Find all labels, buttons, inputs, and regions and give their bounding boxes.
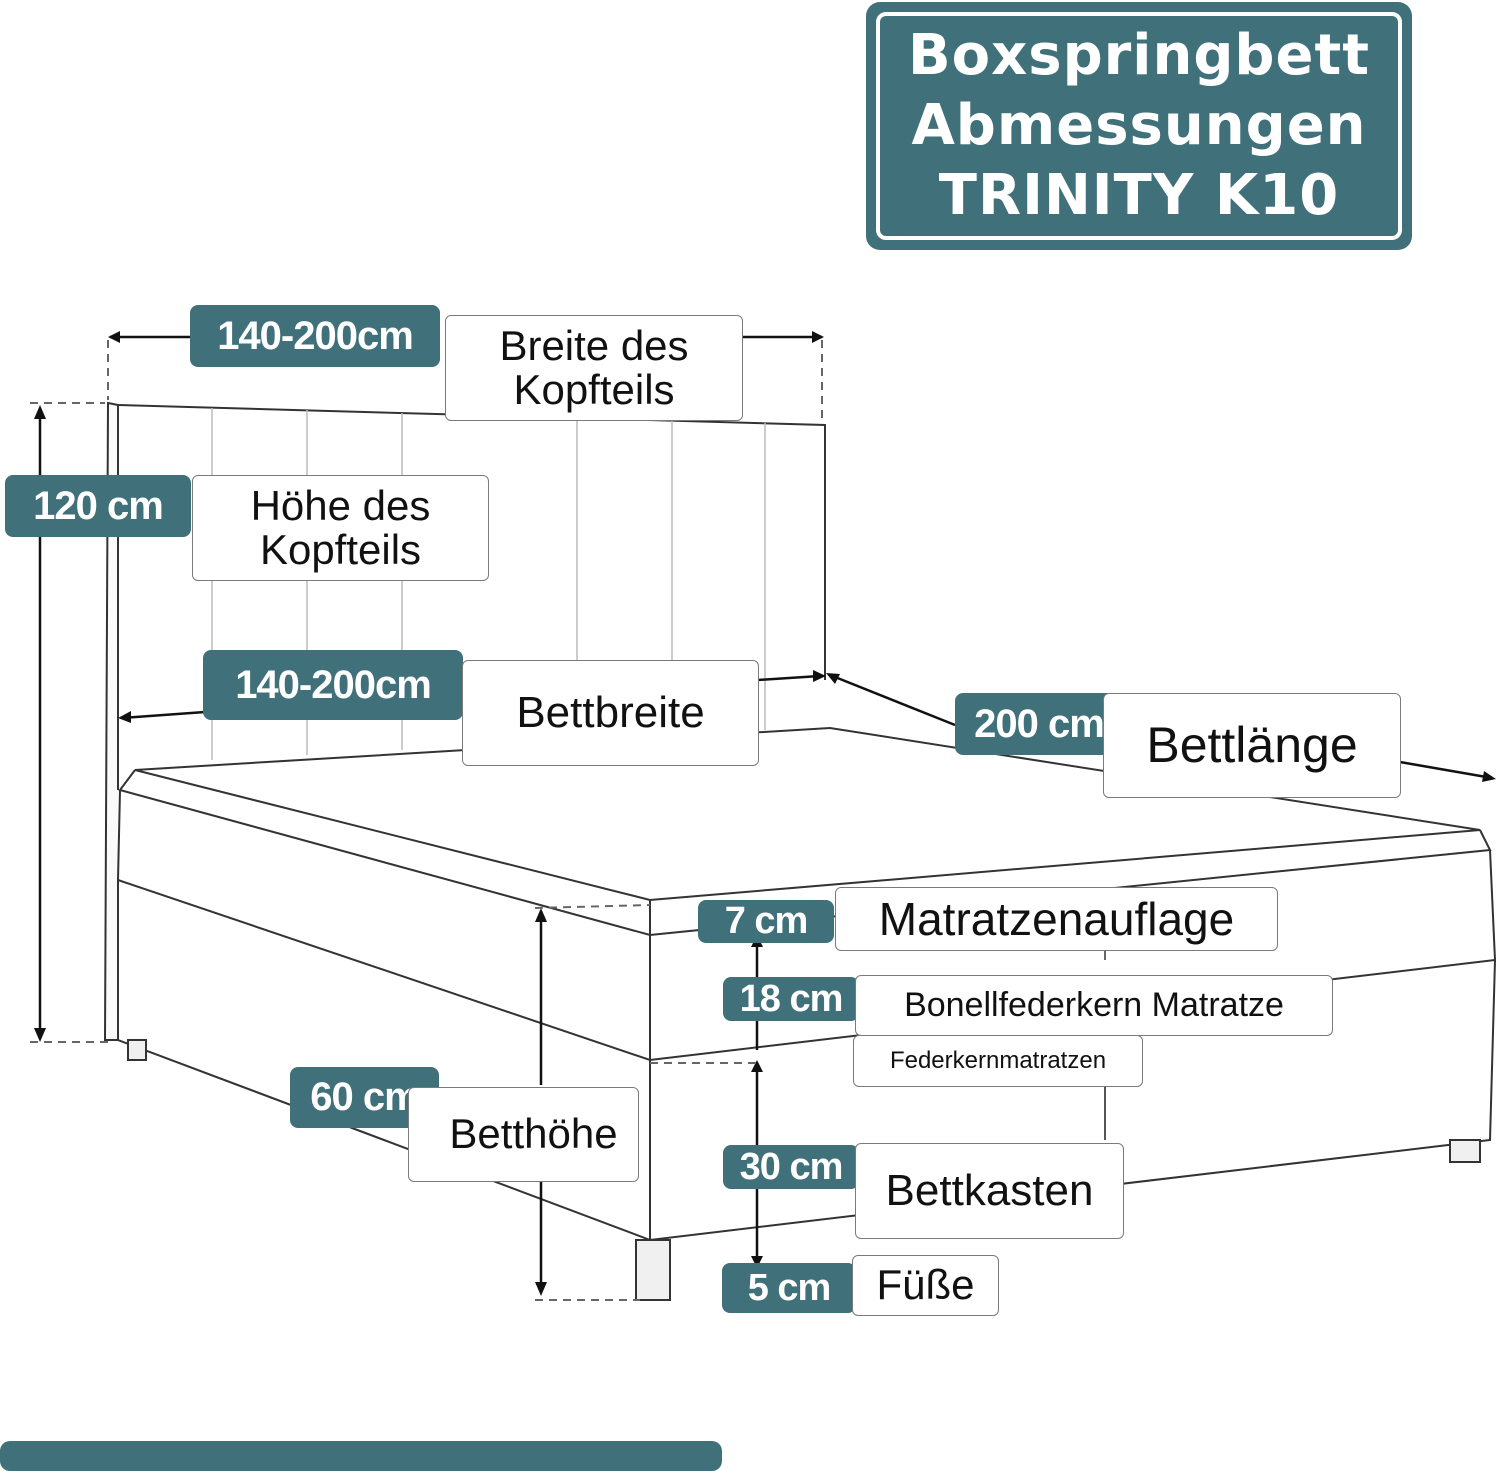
mattress-value: 18 cm xyxy=(723,977,859,1021)
bed-width-value: 140-200cm xyxy=(203,650,463,720)
arrow-heads xyxy=(34,331,1496,1296)
bed-length-label: Bettlänge xyxy=(1103,693,1401,798)
title-line: Boxspringbett xyxy=(907,23,1371,88)
feet-label: Füße xyxy=(852,1255,999,1316)
bed-width-label: Bettbreite xyxy=(462,660,759,766)
bed-length-value: 200 cm xyxy=(955,693,1123,755)
box-label: Bettkasten xyxy=(855,1143,1124,1239)
title-banner: Boxspringbett Abmessungen TRINITY K10 xyxy=(866,2,1412,250)
leg xyxy=(635,1239,671,1301)
bottom-accent-bar xyxy=(0,1441,722,1471)
leg xyxy=(1449,1139,1481,1163)
mattress-sublabel: Federkernmatratzen xyxy=(853,1035,1143,1087)
headboard-height-value: 120 cm xyxy=(5,475,191,537)
headboard-face xyxy=(117,404,826,680)
topper-value: 7 cm xyxy=(698,900,834,943)
headboard-height-label: Höhe des Kopfteils xyxy=(192,475,489,581)
box-value: 30 cm xyxy=(723,1145,859,1189)
headboard-width-value: 140-200cm xyxy=(190,305,440,367)
title-frame: Boxspringbett Abmessungen TRINITY K10 xyxy=(876,12,1402,240)
title-line: Abmessungen xyxy=(911,93,1367,158)
dashed-guides xyxy=(30,340,823,1301)
title-line: TRINITY K10 xyxy=(938,163,1340,228)
bed-height-label: Betthöhe xyxy=(408,1087,639,1182)
leg xyxy=(127,1039,147,1061)
topper-label: Matratzenauflage xyxy=(835,887,1278,951)
headboard-width-label: Breite des Kopfteils xyxy=(445,315,743,421)
mattress-label: Bonellfederkern Matratze xyxy=(855,975,1333,1036)
feet-value: 5 cm xyxy=(722,1263,856,1313)
